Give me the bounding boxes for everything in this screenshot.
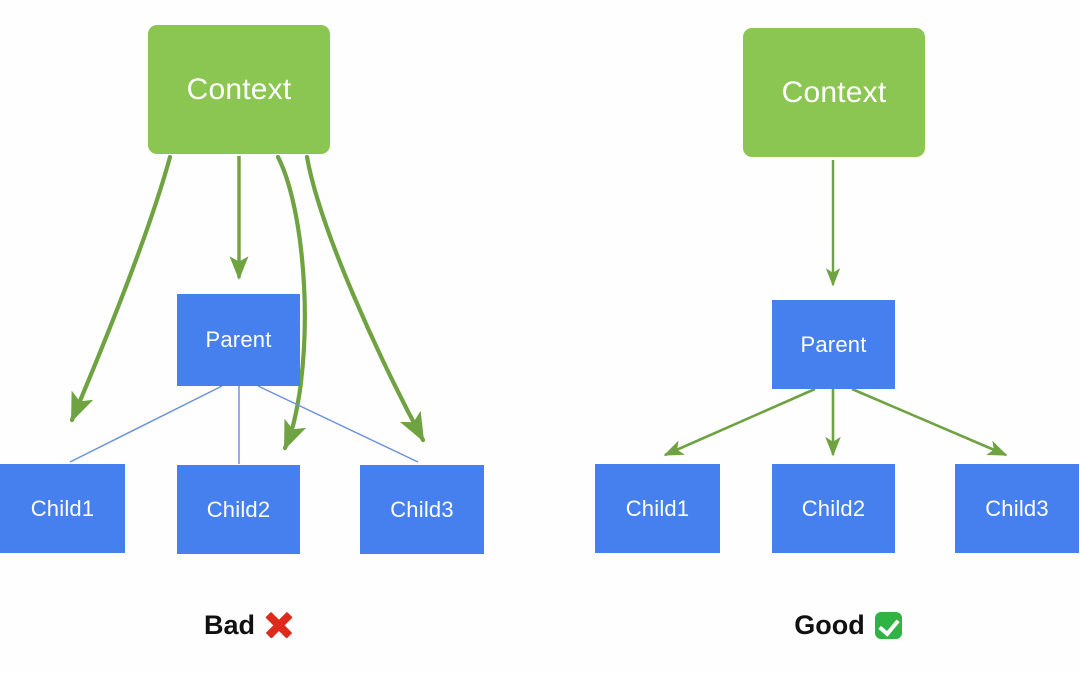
good-child3-label: Child3	[985, 495, 1049, 521]
cross-mark-icon	[265, 612, 292, 639]
good-child3-node[interactable]: Child3	[955, 464, 1079, 553]
good-parent-label: Parent	[800, 331, 867, 357]
bad-child2-node[interactable]: Child2	[177, 465, 300, 554]
good-edge-parent-to-child1	[663, 387, 816, 457]
good-child2-label: Child2	[801, 495, 866, 521]
bad-link-parent-to-child1	[69, 385, 223, 463]
bad-caption-label: Bad	[203, 609, 255, 640]
good-child2-node[interactable]: Child2	[772, 464, 895, 553]
bad-child2-label: Child2	[206, 496, 271, 522]
check-mark-button-icon	[874, 611, 902, 639]
bad-parent-label: Parent	[205, 327, 272, 352]
bad-child1-label: Child1	[30, 495, 95, 521]
good-context-label: Context	[781, 75, 887, 109]
good-caption-label: Good	[794, 609, 865, 640]
good-child1-label: Child1	[625, 495, 690, 521]
bad-child1-node[interactable]: Child1	[0, 464, 125, 553]
bad-child3-label: Child3	[390, 496, 454, 522]
good-context-node[interactable]: Context	[743, 28, 925, 157]
good-child1-node[interactable]: Child1	[595, 464, 720, 553]
bad-link-parent-to-child3	[257, 385, 419, 463]
bad-context-node[interactable]: Context	[148, 25, 330, 154]
bad-context-label: Context	[186, 72, 292, 106]
bad-edge-context-to-child1	[69, 154, 173, 423]
good-caption: Good	[748, 606, 948, 644]
good-parent-node[interactable]: Parent	[772, 300, 895, 389]
good-edge-parent-to-child3	[851, 387, 1008, 457]
bad-edge-context-to-child3	[304, 154, 426, 443]
bad-parent-node[interactable]: Parent	[177, 294, 300, 386]
bad-child3-node[interactable]: Child3	[360, 465, 484, 554]
bad-caption: Bad	[158, 606, 338, 644]
